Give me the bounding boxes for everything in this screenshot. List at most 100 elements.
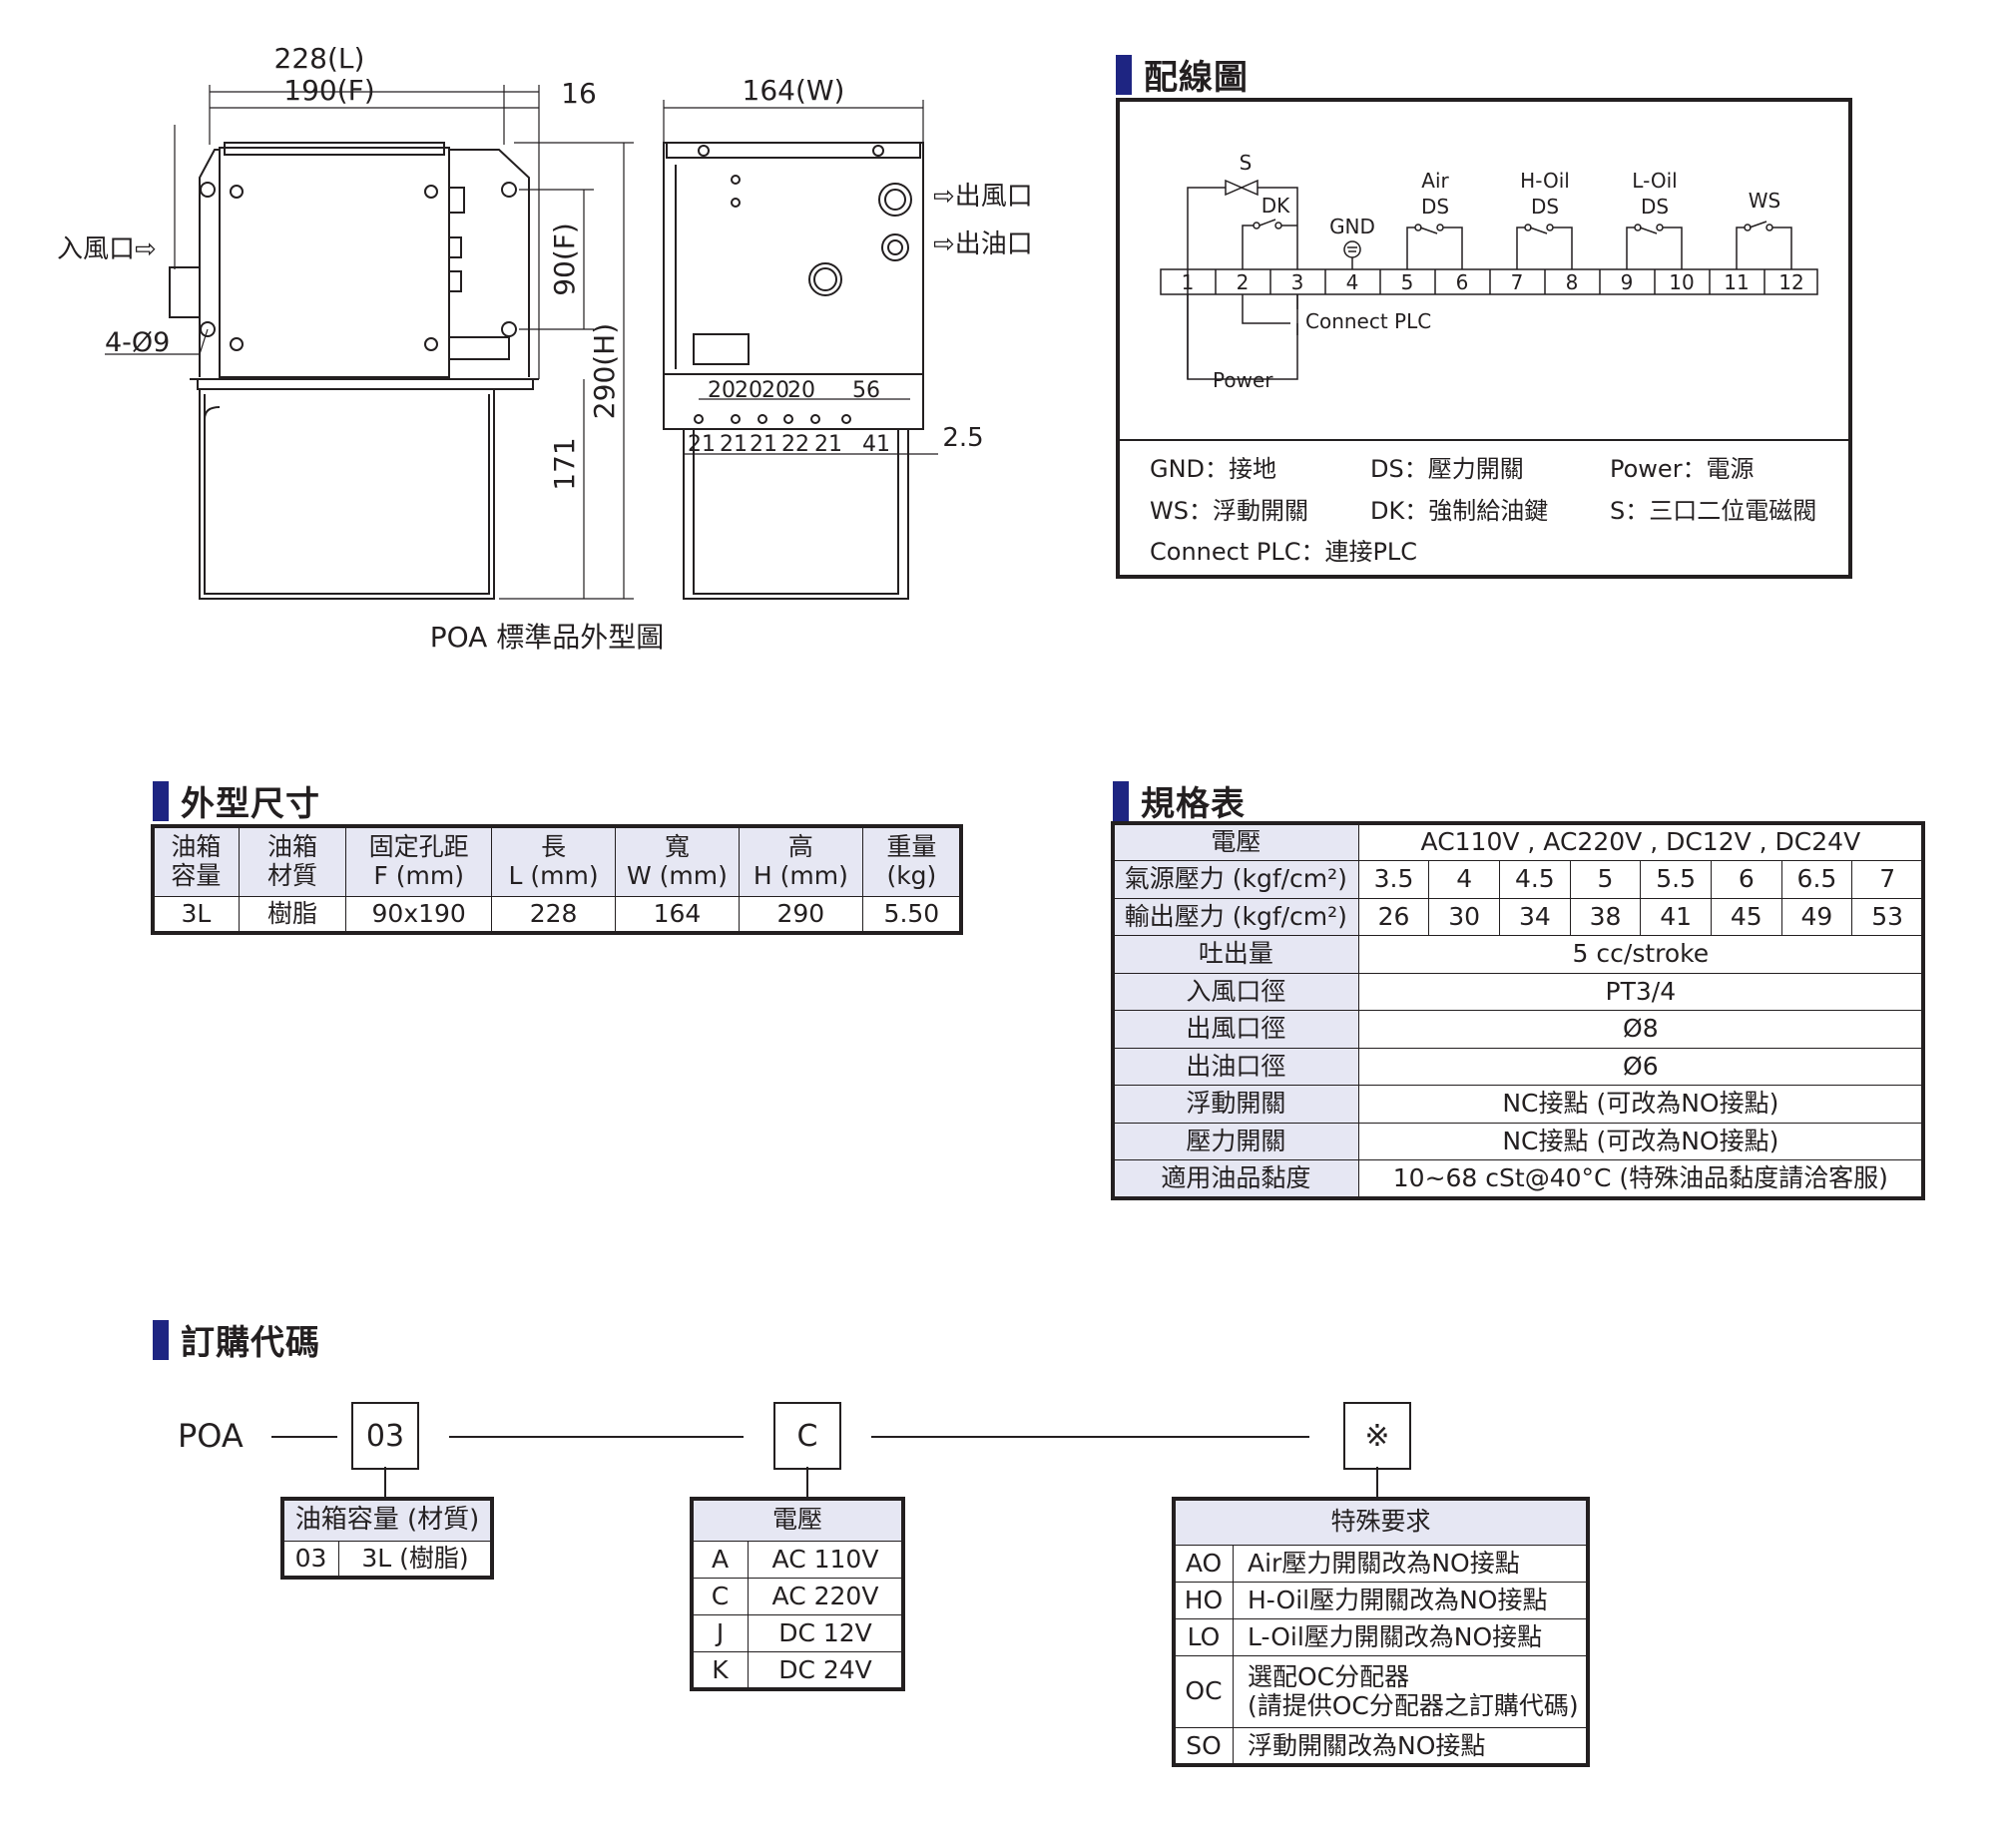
front-body	[663, 142, 924, 375]
spec-label: 吐出量	[1113, 935, 1359, 974]
voltage-value: DC 24V	[748, 1651, 903, 1689]
label-h-oil: H-Oil	[1520, 169, 1570, 193]
terminal-10: 10	[1669, 270, 1694, 294]
spec-label-air-pressure: 氣源壓力 (kgf/cm²)	[1113, 860, 1359, 899]
out-pressure-cell: 30	[1428, 898, 1500, 936]
label-connect-plc: Connect PLC	[1305, 309, 1431, 333]
specs-title-text: 規格表	[1141, 784, 1246, 824]
spec-value: Ø8	[1357, 1010, 1924, 1049]
ds-switch-h-oil	[1516, 224, 1573, 269]
ds-switch-l-oil	[1626, 224, 1683, 269]
dimensions-title-text: 外型尺寸	[181, 784, 320, 824]
table-row: 輸出壓力 (kgf/cm²) 26 30 34 38 41 45 49 53	[1113, 898, 1923, 936]
special-code: LO	[1174, 1618, 1234, 1656]
specs-title: 規格表	[1113, 776, 1246, 825]
out-pressure-cell: 53	[1851, 898, 1923, 936]
dim-21b: 21	[720, 432, 748, 457]
voltage-value: AC 110V	[748, 1541, 903, 1579]
legend-connect-plc: Connect PLC：連接PLC	[1150, 538, 1417, 566]
special-oc-line2: (請提供OC分配器之訂購代碼)	[1248, 1690, 1579, 1720]
terminal-8: 8	[1566, 270, 1579, 294]
table-row: 電壓	[692, 1499, 903, 1542]
table-row: 壓力開關 NC接點 (可改為NO接點)	[1113, 1123, 1924, 1160]
code-special: ※	[1364, 1418, 1390, 1454]
dim-20b: 20	[735, 378, 762, 403]
cell-length: 228	[491, 896, 617, 933]
label-ds-h-oil: DS	[1531, 195, 1559, 219]
dim-20d: 20	[787, 378, 815, 403]
out-pressure-cell: 45	[1710, 898, 1782, 936]
spec-value: NC接點 (可改為NO接點)	[1357, 1085, 1924, 1124]
voltage-code: A	[692, 1541, 749, 1579]
special-header: 特殊要求	[1174, 1499, 1588, 1546]
table-row: 浮動開關 NC接點 (可改為NO接點)	[1113, 1085, 1924, 1124]
wiring-box	[1116, 98, 1852, 579]
label-power: Power	[1213, 368, 1273, 392]
table-row: 適用油品黏度 10~68 cSt@40°C (特殊油品黏度請洽客服)	[1113, 1159, 1924, 1198]
title-bar	[153, 780, 169, 821]
header-material: 油箱材質	[238, 826, 347, 897]
out-pressure-cell: 38	[1569, 898, 1642, 936]
legend-dk: DK：強制給油鍵	[1370, 497, 1548, 525]
spec-label-voltage: 電壓	[1113, 823, 1359, 861]
code-voltage: C	[796, 1418, 818, 1454]
title-bar	[1113, 780, 1129, 821]
dim-21d: 21	[814, 432, 842, 457]
label-air-outlet: ⇨出風口	[933, 182, 1033, 212]
dim-20a: 20	[708, 378, 736, 403]
air-pressure-cell: 7	[1851, 860, 1923, 899]
table-row: 油箱容量 (材質)	[282, 1499, 492, 1542]
title-bar	[153, 1319, 169, 1360]
code-box-capacity: 03	[351, 1402, 419, 1470]
wiring-title-text: 配線圖	[1144, 58, 1249, 98]
dim-2-5: 2.5	[942, 423, 983, 453]
special-code: AO	[1174, 1545, 1234, 1583]
dim-90f: 90(F)	[548, 223, 581, 296]
legend-power: Power：電源	[1610, 455, 1755, 483]
dim-56: 56	[852, 378, 880, 403]
table-row: 特殊要求	[1174, 1499, 1588, 1546]
cell-weight: 5.50	[861, 896, 962, 933]
order-title-text: 訂購代碼	[181, 1323, 320, 1363]
label-dk: DK	[1261, 194, 1290, 218]
dim-22: 22	[781, 432, 809, 457]
air-pressure-cell: 3.5	[1357, 860, 1430, 899]
header-capacity: 油箱容量	[153, 826, 240, 897]
legend-ds: DS：壓力開關	[1370, 455, 1524, 483]
spec-value: PT3/4	[1357, 973, 1924, 1011]
capacity-header: 油箱容量 (材質)	[282, 1499, 492, 1542]
cell-fix-distance: 90x190	[345, 896, 493, 933]
air-pressure-cell: 6	[1710, 860, 1782, 899]
terminal-9: 9	[1621, 270, 1634, 294]
air-pressure-cell: 6.5	[1780, 860, 1853, 899]
special-code: OC	[1174, 1655, 1234, 1728]
voltage-value: AC 220V	[748, 1578, 903, 1615]
spec-value: Ø6	[1357, 1048, 1924, 1086]
cell-material: 樹脂	[238, 896, 347, 933]
voltage-header: 電壓	[692, 1499, 903, 1542]
front-tank	[683, 429, 909, 600]
dimensions-title: 外型尺寸	[153, 776, 320, 825]
dim-hole: 4-Ø9	[105, 327, 170, 358]
terminal-6: 6	[1456, 270, 1469, 294]
label-ds-l-oil: DS	[1641, 195, 1669, 219]
terminal-12: 12	[1778, 270, 1803, 294]
spec-value: NC接點 (可改為NO接點)	[1357, 1123, 1924, 1160]
spec-label: 出油口徑	[1113, 1048, 1359, 1086]
legend-ws: WS：浮動開關	[1150, 497, 1308, 525]
ws-switch	[1736, 221, 1792, 269]
dim-width: 164(W)	[743, 74, 845, 107]
out-pressure-cell: 26	[1357, 898, 1430, 936]
out-pressure-cell: 41	[1640, 898, 1712, 936]
terminal-dividers	[1215, 269, 1765, 294]
table-row: 03 3L (樹脂)	[282, 1541, 492, 1578]
